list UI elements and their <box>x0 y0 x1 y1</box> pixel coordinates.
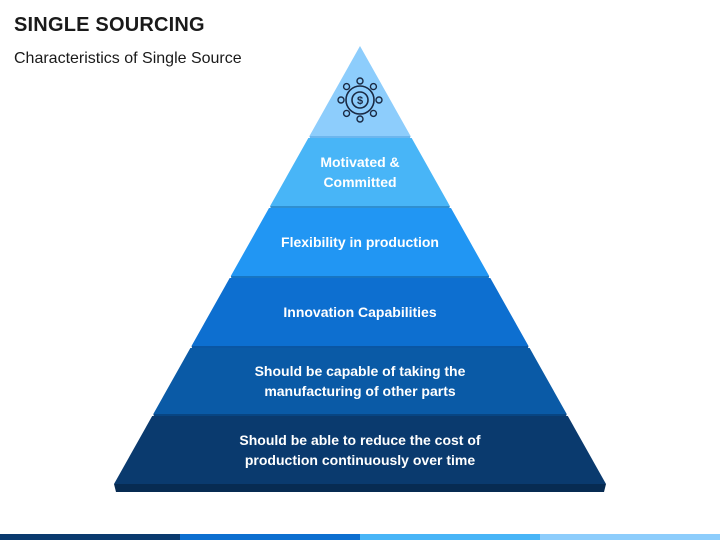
pyramid-tier <box>191 278 529 346</box>
pyramid-tier-label: Motivated & Committed <box>210 152 510 192</box>
pyramid-tier <box>270 138 450 206</box>
pyramid-tier-label: Innovation Capabilities <box>210 302 510 322</box>
pyramid-tier <box>153 348 567 414</box>
pyramid-apex <box>309 46 411 136</box>
pyramid-tier <box>114 416 606 484</box>
pyramid-tier-label: Should be able to reduce the cost of prod… <box>210 430 510 470</box>
page-title: SINGLE SOURCING <box>14 14 205 36</box>
pyramid-tier-line: production continuously over time <box>244 452 476 468</box>
pyramid-tier-bevel <box>114 484 606 492</box>
pyramid-tier-label: Flexibility in production <box>210 232 510 252</box>
pyramid-tier-line: Flexibility in production <box>281 234 439 250</box>
pyramid-tier-line: Should be capable of taking the <box>254 363 466 379</box>
svg-text:$: $ <box>357 95 363 107</box>
pyramid-tier-line: manufacturing of other parts <box>264 383 456 399</box>
pyramid-tier <box>230 208 490 276</box>
pyramid-tier-line: Committed <box>323 174 397 190</box>
page-subtitle: Characteristics of Single Source <box>14 50 242 67</box>
footer-segment <box>540 534 720 540</box>
pyramid-tier-line: Should be able to reduce the cost of <box>239 432 481 448</box>
footer-segment <box>0 534 180 540</box>
footer-segment <box>180 534 360 540</box>
dollar-gear-icon: $ <box>337 77 383 123</box>
pyramid-tier-line: Motivated & <box>320 154 400 170</box>
pyramid-tier-label: Should be capable of taking the manufactu… <box>210 361 510 401</box>
footer-segment <box>360 534 540 540</box>
footer-bar <box>0 534 720 540</box>
pyramid-tier-line: Innovation Capabilities <box>283 304 437 320</box>
